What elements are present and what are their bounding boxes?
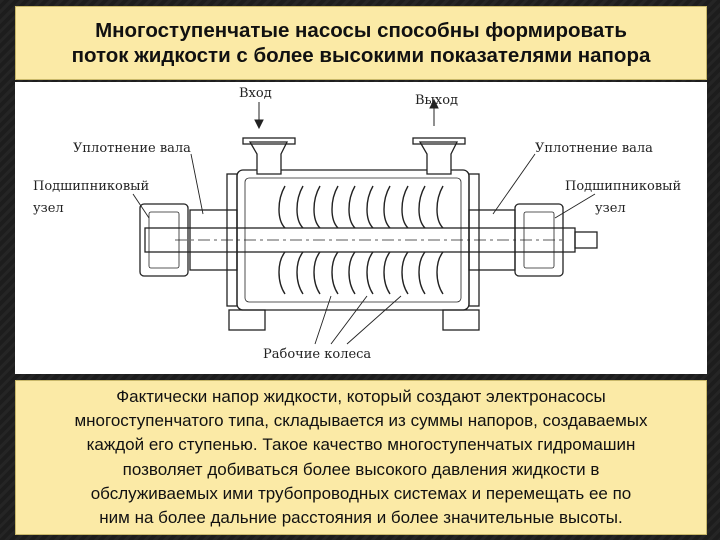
slide-title-line-1: Многоступенчатые насосы способны формиро…	[95, 19, 627, 42]
seal-right-label: Уплотнение вала	[535, 141, 653, 156]
outlet-nozzle	[418, 141, 459, 175]
outlet-label: Выход	[415, 93, 458, 108]
bearing-right-label-1: Подшипниковый	[565, 179, 681, 194]
impellers-label: Рабочие колеса	[263, 347, 371, 362]
bearing-left-label-1: Подшипниковый	[33, 179, 149, 194]
body-line-4: позволяет добиваться более высокого давл…	[122, 459, 600, 479]
body-line-6: ним на более дальние расстояния и более …	[99, 507, 623, 527]
pump-drawing: Вход Выход Уплотнение вала Уплотнение ва…	[33, 86, 681, 362]
body-text-box: Фактически напор жидкости, который созда…	[15, 380, 707, 535]
slide-title-line-2: поток жидкости с более высокими показате…	[71, 44, 651, 67]
pump-diagram: Вход Выход Уплотнение вала Уплотнение ва…	[15, 82, 707, 374]
bearing-right-label-2: узел	[595, 201, 626, 216]
foot-left	[228, 309, 266, 331]
body-line-5: обслуживаемых ими трубопроводных система…	[90, 483, 632, 503]
shaft-end	[574, 231, 598, 249]
bearing-left	[139, 203, 189, 277]
body-line-1: Фактически напор жидкости, который созда…	[116, 386, 606, 406]
inlet-label: Вход	[239, 86, 272, 101]
body-line-2: многоступенчатого типа, складывается из …	[74, 411, 648, 431]
bearing-left-label-2: узел	[33, 201, 64, 216]
inlet-nozzle	[248, 141, 289, 175]
foot-right	[442, 309, 480, 331]
title-box: Многоступенчатые насосы способны формиро…	[15, 6, 707, 80]
seal-left-label: Уплотнение вала	[73, 141, 191, 156]
body-line-3: каждой его ступенью. Такое качество мног…	[86, 435, 636, 455]
impellers	[278, 185, 444, 295]
